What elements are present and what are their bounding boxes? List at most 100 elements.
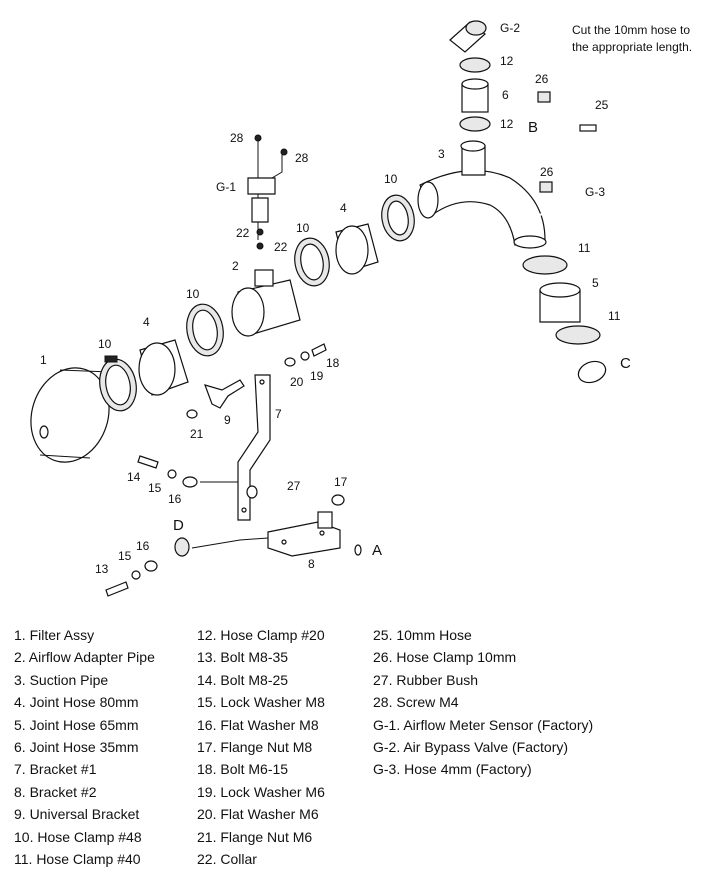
label-26b: 26 [540, 165, 554, 179]
legend-item: 10. Hose Clamp #48 [14, 828, 142, 845]
legend-item: 17. Flange Nut M8 [197, 738, 313, 755]
label-7: 7 [275, 407, 282, 421]
label-28a: 28 [230, 131, 244, 145]
hose-clamps-10mm [537, 91, 553, 193]
universal-bracket [204, 379, 245, 409]
label-16a: 16 [168, 492, 182, 506]
legend-item: 26. Hose Clamp 10mm [373, 649, 517, 666]
label-10b: 10 [296, 221, 310, 235]
joint-hose-80mm-b [335, 223, 379, 275]
label-11a: 11 [578, 241, 591, 255]
label-16b: 16 [136, 539, 150, 553]
label-9: 9 [224, 413, 231, 427]
label-12b: 12 [500, 117, 514, 131]
legend-item: 2. Airflow Adapter Pipe [14, 649, 155, 666]
bracket-1 [237, 374, 271, 521]
exploded-parts-diagram: 28 28 G-1 22 22 2 10 10 10 10 4 4 1 3 G-… [30, 20, 631, 597]
legend-item: 6. Joint Hose 35mm [14, 738, 139, 755]
legend-item: 20. Flat Washer M6 [197, 806, 319, 823]
label-10a: 10 [186, 287, 200, 301]
label-21: 21 [190, 427, 204, 441]
hose-clamp-48-b [186, 303, 224, 357]
legend-item: 22. Collar [197, 850, 257, 867]
legend-item: 5. Joint Hose 65mm [14, 716, 139, 733]
label-19: 19 [310, 369, 324, 383]
hose-4mm [537, 204, 601, 216]
legend-item: G-3. Hose 4mm (Factory) [373, 761, 532, 778]
label-8: 8 [308, 557, 315, 571]
legend-item: 8. Bracket #2 [14, 783, 97, 800]
label-26a: 26 [535, 72, 549, 86]
label-25: 25 [595, 98, 609, 112]
legend-item: 4. Joint Hose 80mm [14, 694, 139, 711]
legend-item: 7. Bracket #1 [14, 761, 97, 778]
label-20: 20 [290, 375, 304, 389]
label-13: 13 [95, 562, 109, 576]
label-28b: 28 [295, 151, 309, 165]
parts-legend-column-2: 12. Hose Clamp #20 13. Bolt M8-35 14. Bo… [197, 624, 325, 870]
upper-hose-stack [459, 57, 491, 132]
note-line-2: the appropriate length. [572, 40, 693, 54]
label-4b: 4 [340, 201, 347, 215]
air-bypass-valve [449, 20, 487, 53]
legend-item: 16. Flat Washer M8 [197, 716, 319, 733]
10mm-hose [559, 86, 597, 187]
label-g1: G-1 [216, 180, 236, 194]
hose-clamp-48-c [294, 237, 330, 287]
legend-item: G-2. Air Bypass Valve (Factory) [373, 738, 569, 755]
parts-legend-column-3: 25. 10mm Hose 26. Hose Clamp 10mm 27. Ru… [373, 624, 593, 781]
legend-item: 18. Bolt M6-15 [197, 761, 289, 778]
label-15a: 15 [148, 481, 162, 495]
label-4a: 4 [143, 315, 150, 329]
legend-item: 3. Suction Pipe [14, 671, 109, 688]
label-5: 5 [592, 276, 599, 290]
label-A: A [372, 542, 382, 559]
filter-assy [30, 367, 111, 463]
note-line-1: Cut the 10mm hose to [572, 23, 691, 37]
label-g3: G-3 [585, 185, 605, 199]
label-14: 14 [127, 470, 141, 484]
label-27: 27 [287, 479, 301, 493]
label-10d: 10 [98, 337, 112, 351]
label-D: D [173, 517, 184, 534]
label-18: 18 [326, 356, 340, 370]
label-C: C [620, 355, 631, 372]
label-3: 3 [438, 147, 445, 161]
label-10c: 10 [384, 172, 398, 186]
label-15b: 15 [118, 549, 132, 563]
parts-legend-column-1: 1. Filter Assy 2. Airflow Adapter Pipe 3… [14, 624, 155, 870]
airflow-adapter-pipe [231, 269, 301, 337]
legend-item: 19. Lock Washer M6 [197, 783, 325, 800]
legend-item: 11. Hose Clamp #40 [14, 850, 141, 867]
hose-cut-note: Cut the 10mm hose to the appropriate len… [572, 22, 718, 56]
joint-hose-80mm-a [138, 339, 189, 396]
label-1: 1 [40, 353, 47, 367]
legend-item: 15. Lock Washer M8 [197, 694, 325, 711]
label-12a: 12 [500, 54, 514, 68]
label-B: B [528, 119, 538, 136]
hose-clamp-48-d [381, 194, 415, 242]
legend-item: 28. Screw M4 [373, 694, 459, 711]
fasteners [105, 343, 362, 597]
label-22b: 22 [274, 240, 288, 254]
label-11b: 11 [608, 309, 621, 323]
legend-item: 1. Filter Assy [14, 627, 95, 643]
suction-pipe [417, 140, 547, 249]
airflow-meter-sensor [247, 134, 288, 250]
legend-item: 12. Hose Clamp #20 [197, 627, 325, 643]
lower-right-hose-stack [522, 255, 607, 384]
legend-item: 13. Bolt M8-35 [197, 649, 289, 666]
label-22a: 22 [236, 226, 250, 240]
bracket-2 [267, 511, 341, 557]
hose-clamp-48-a [99, 355, 137, 412]
legend-item: 25. 10mm Hose [373, 627, 472, 643]
legend-item: 14. Bolt M8-25 [197, 671, 289, 688]
legend-item: 27. Rubber Bush [373, 671, 479, 688]
label-2: 2 [232, 259, 239, 273]
label-6: 6 [502, 88, 509, 102]
legend-item: 21. Flange Nut M6 [197, 828, 313, 845]
label-17: 17 [334, 475, 348, 489]
legend-item: G-1. Airflow Meter Sensor (Factory) [373, 716, 594, 733]
label-g2: G-2 [500, 21, 520, 35]
legend-item: 9. Universal Bracket [14, 806, 140, 823]
